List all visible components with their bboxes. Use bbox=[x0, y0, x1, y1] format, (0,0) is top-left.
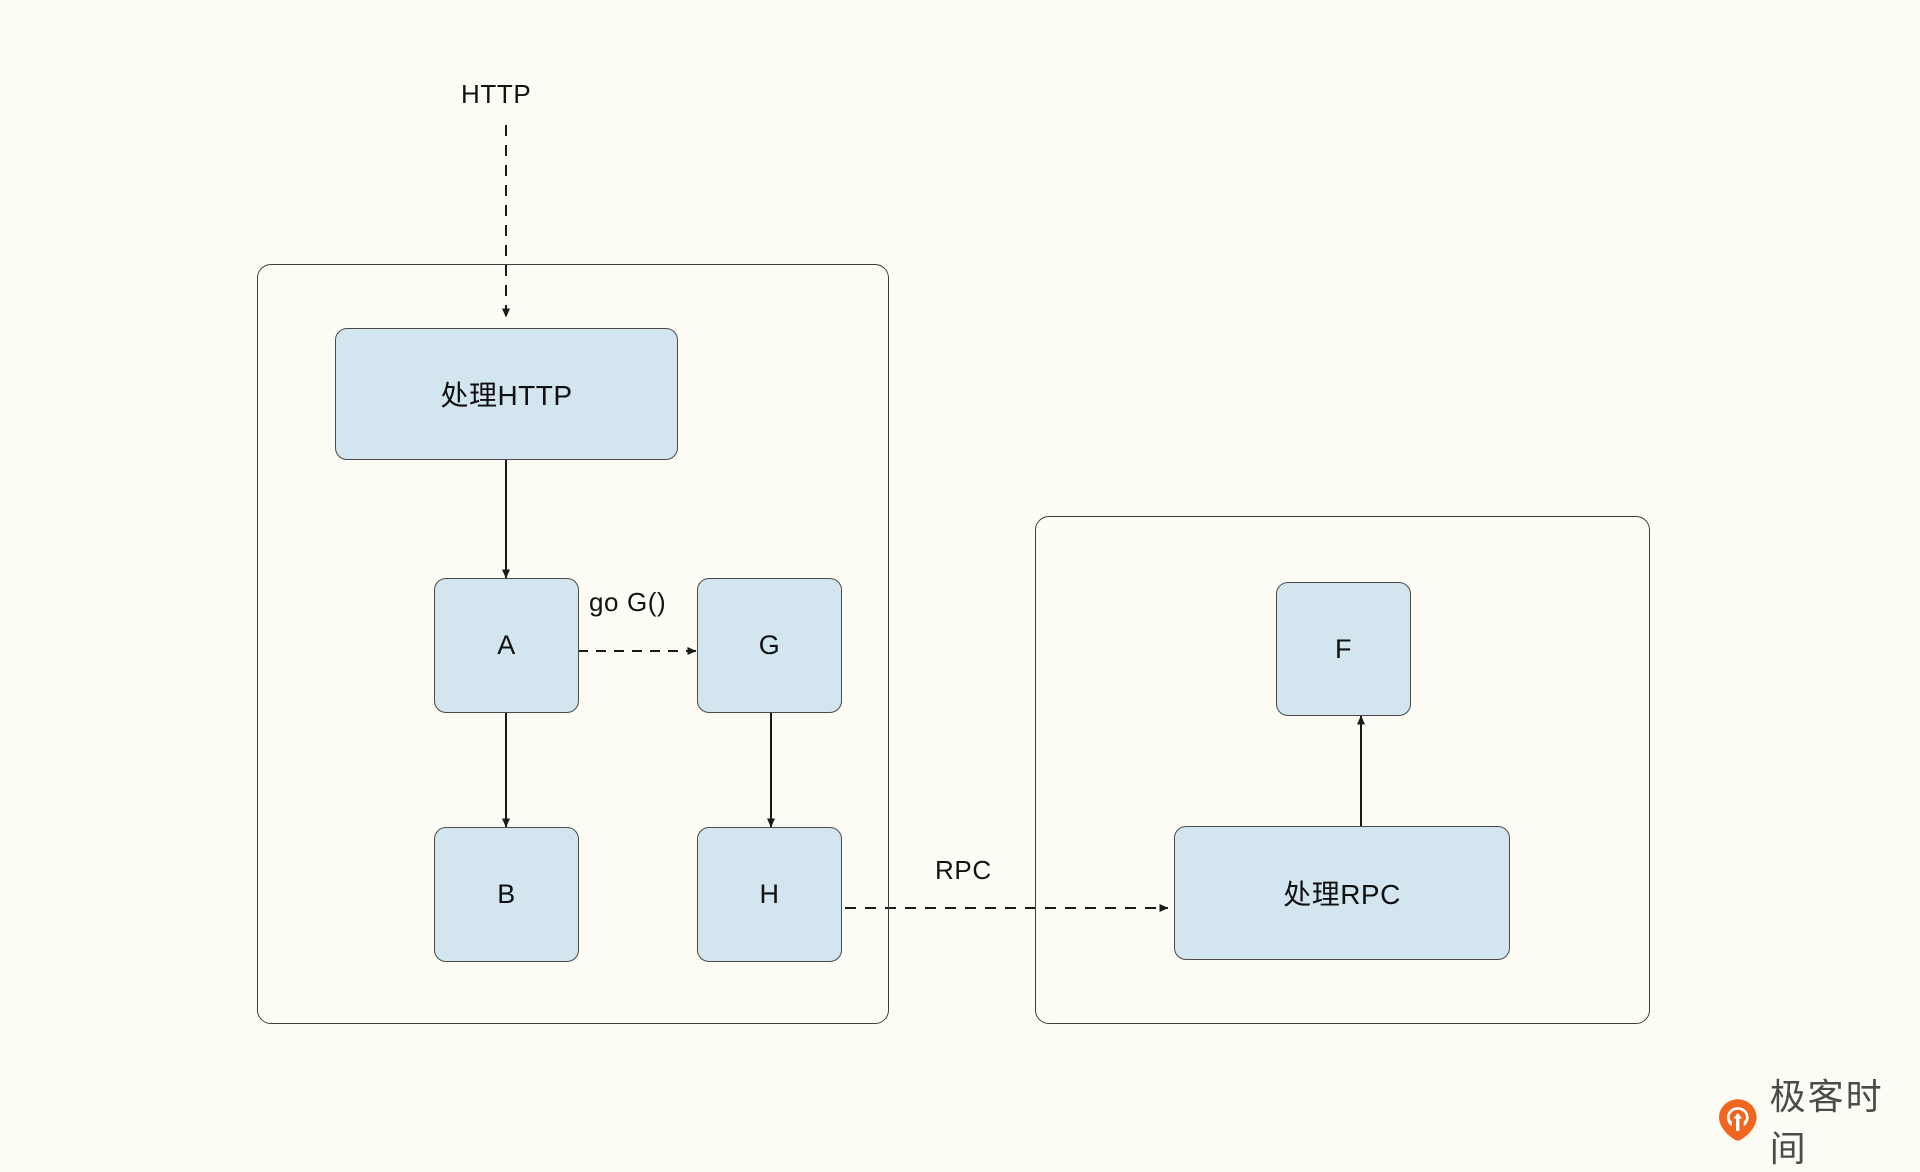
node-handle-rpc-label: 处理RPC bbox=[1283, 879, 1401, 910]
diagram-canvas: 处理HTTP A G B H F 处理RPC HTTP go G() RPC 极… bbox=[257, 79, 1882, 1170]
edge-label-rpc: RPC bbox=[935, 855, 992, 885]
location-pin-icon bbox=[1718, 1099, 1757, 1141]
watermark-text: 极客时间 bbox=[1769, 1077, 1884, 1170]
node-h-label: H bbox=[759, 879, 780, 909]
node-b[interactable]: B bbox=[434, 827, 579, 962]
edge-label-http: HTTP bbox=[461, 79, 532, 109]
node-g-label: G bbox=[758, 630, 781, 660]
node-a[interactable]: A bbox=[434, 578, 579, 713]
node-f-label: F bbox=[1335, 633, 1352, 664]
node-handle-rpc[interactable]: 处理RPC bbox=[1174, 826, 1510, 960]
container-process-2 bbox=[1035, 516, 1650, 1024]
node-a-label: A bbox=[497, 630, 516, 660]
container-process-1 bbox=[257, 264, 889, 1024]
node-f[interactable]: F bbox=[1276, 582, 1411, 716]
node-g[interactable]: G bbox=[697, 578, 842, 713]
edge-label-go-g: go G() bbox=[589, 587, 667, 617]
node-b-label: B bbox=[497, 879, 516, 909]
node-h[interactable]: H bbox=[697, 827, 842, 962]
watermark: 极客时间 bbox=[1718, 1068, 1920, 1172]
node-handle-http[interactable]: 处理HTTP bbox=[335, 328, 678, 460]
node-handle-http-label: 处理HTTP bbox=[440, 380, 573, 411]
